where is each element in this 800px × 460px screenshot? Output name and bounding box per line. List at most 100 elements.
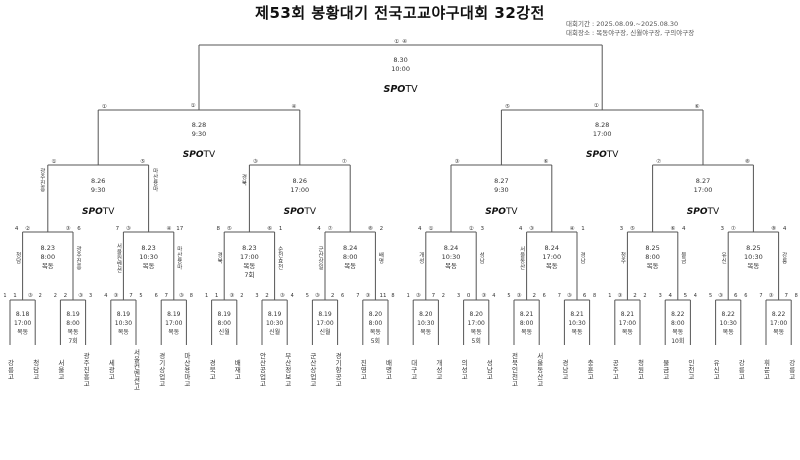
r32-score: 6 — [583, 293, 587, 299]
r16-score: ② — [25, 225, 30, 232]
r16-winner-label: 청주 — [619, 252, 626, 265]
r16-winner-label: 청담 — [15, 252, 22, 264]
r32-match-3-time: 10:30 — [115, 320, 132, 327]
r16-winner-label: 유신 — [720, 252, 727, 264]
r16-slot-number: 4 — [783, 226, 787, 232]
r16-slot-number: 17 — [176, 226, 183, 232]
r32-match-10-date: 8.20 — [470, 311, 484, 318]
r16-winner-label: 군산상일 — [317, 246, 324, 270]
team-name: 경기상업고 — [157, 351, 165, 387]
r16-slot-number: 1 — [581, 226, 585, 232]
r32-match-15-venue: 목동 — [723, 329, 735, 336]
r16-slot-number: 3 — [620, 226, 624, 232]
r32-match-4-venue: 목동 — [168, 329, 180, 336]
final-score: ① — [394, 39, 399, 45]
r32-score: 7 — [784, 293, 788, 299]
r16-winner-label: 경남 — [579, 252, 586, 264]
r32-match-13-time: 17:00 — [619, 320, 636, 327]
r32-score: ③ — [113, 293, 118, 299]
broadcaster-logo: SPOTV — [485, 207, 518, 217]
team-name: 경북고 — [208, 358, 216, 380]
r16-score: ② — [469, 225, 474, 232]
r32-score: ③ — [315, 293, 320, 299]
r32-score: 6 — [734, 293, 738, 299]
r32-match-7-time: 17:00 — [316, 320, 333, 327]
team-name: 의성고 — [460, 358, 468, 380]
r16-winner-label: 마산용마 — [176, 245, 183, 271]
team-name: 유신고 — [712, 359, 720, 380]
r16-match-8-date: 8.25 — [746, 244, 760, 252]
r32-score: ③ — [769, 293, 774, 299]
qf-match-date: 8.26 — [293, 177, 307, 185]
r32-slot-number: 2 — [54, 293, 57, 299]
r32-slot-number: 2 — [442, 293, 445, 299]
r16-match-1-venue: 목동 — [42, 262, 54, 270]
r32-match-1-venue: 목동 — [17, 329, 29, 336]
r32-match-8-venue-note: 5회 — [371, 337, 380, 345]
r32-match-13-venue: 목동 — [622, 329, 634, 336]
team-name: 성남고 — [485, 358, 493, 380]
r32-slot-number: 5 — [709, 293, 712, 299]
sf-score: ⑥ — [695, 104, 700, 110]
r32-score: 2 — [633, 293, 637, 299]
page-title: 제53회 봉황대기 전국고교야구대회 32강전 — [255, 4, 545, 22]
r16-slot-number: 2 — [380, 226, 384, 232]
r32-slot-number: 6 — [543, 293, 546, 299]
team-name: 인천고 — [686, 358, 694, 380]
qf-score: ⑦ — [656, 158, 661, 165]
r32-score: 5 — [684, 293, 688, 299]
r16-slot-number: 4 — [418, 226, 422, 232]
r32-match-4-date: 8.19 — [167, 311, 181, 318]
r32-match-1-time: 17:00 — [14, 320, 31, 327]
broadcaster-logo: SPOTV — [383, 84, 418, 95]
r32-score: ③ — [179, 293, 184, 299]
r32-match-5-venue: 신월 — [219, 328, 230, 336]
broadcaster-logo: SPOTV — [284, 207, 317, 217]
r16-score: ③ — [66, 226, 71, 232]
r32-match-7-venue: 신월 — [319, 328, 330, 336]
r16-match-6-venue: 목동 — [546, 262, 558, 270]
r32-slot-number: 8 — [190, 293, 193, 299]
r32-match-8-venue: 목동 — [370, 329, 382, 336]
team-name: 대구고 — [409, 359, 417, 380]
r32-slot-number: 5 — [139, 293, 142, 299]
qf-score: ⑥ — [543, 159, 548, 165]
r16-match-8-time: 10:30 — [744, 253, 763, 261]
r32-score: ③ — [567, 293, 572, 299]
r32-match-12-date: 8.21 — [570, 311, 584, 318]
r32-match-14-time: 8:00 — [671, 320, 685, 327]
sf-score: ⑤ — [505, 104, 510, 110]
r32-match-14-date: 8.22 — [671, 311, 685, 318]
r16-slot-number: 4 — [519, 226, 523, 232]
qf-match-date: 8.27 — [494, 177, 508, 185]
r32-score: ③ — [280, 293, 285, 299]
r32-score: ③ — [365, 293, 370, 299]
qf-score: ⑦ — [342, 158, 347, 165]
r16-slot-number: 7 — [116, 226, 120, 232]
r32-slot-number: 2 — [39, 293, 42, 299]
sf-score: ④ — [291, 104, 296, 110]
r16-match-1-time: 8:00 — [40, 253, 55, 261]
r16-score: ④ — [570, 226, 575, 232]
r16-match-3-venue: 목동 — [243, 262, 255, 270]
team-name: 서울컨벤션고 — [132, 348, 140, 391]
r16-match-4-time: 8:00 — [343, 253, 358, 261]
team-name: 마산용마고 — [182, 351, 190, 387]
broadcaster-logo: SPOTV — [687, 207, 720, 217]
r16-match-3-date: 8.23 — [242, 244, 256, 252]
r32-match-10-venue: 목동 — [471, 329, 483, 336]
team-name: 배명고 — [384, 358, 392, 380]
r32-score: 1 — [13, 293, 17, 299]
r32-match-9-venue: 목동 — [420, 329, 432, 336]
r32-slot-number: 2 — [240, 293, 243, 299]
team-name: 군산상업고 — [308, 352, 316, 387]
r32-match-16-time: 17:00 — [770, 320, 787, 327]
team-name: 휘문고 — [762, 358, 770, 380]
team-name: 개성고 — [434, 358, 442, 380]
r16-winner-label: 서울동산 — [519, 245, 526, 270]
r16-winner-label: 경북 — [216, 252, 223, 265]
r32-match-2-venue: 목동 — [67, 329, 79, 336]
r32-slot-number: 5 — [507, 293, 510, 299]
team-name: 안산공업고 — [258, 351, 266, 387]
r32-score: ③ — [28, 293, 33, 299]
